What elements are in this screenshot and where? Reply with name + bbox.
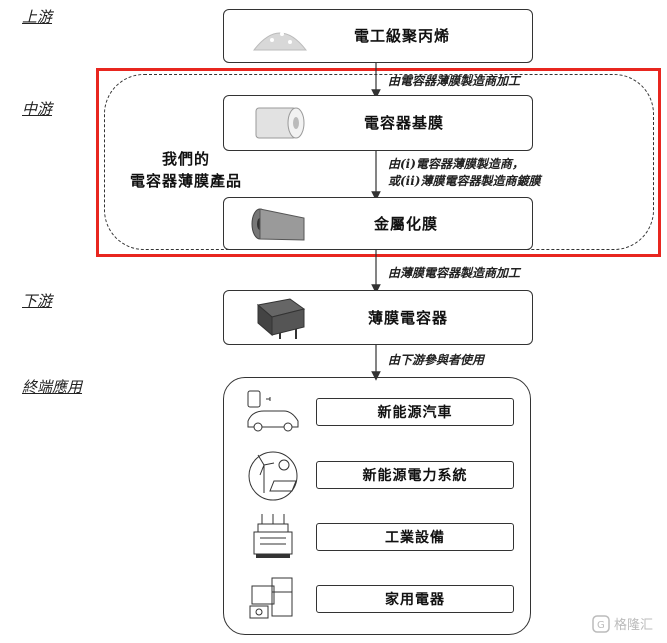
stage-downstream: 下游 (22, 292, 53, 310)
node-polypropylene: 電工級聚丙烯 (223, 9, 533, 63)
film-roll-icon (255, 107, 305, 139)
node-base-film: 電容器基膜 (223, 95, 533, 151)
watermark-logo-icon: G (592, 614, 610, 633)
product-group-label: 我們的 電容器薄膜產品 (112, 148, 260, 192)
powder-icon (252, 32, 308, 51)
wind-solar-icon (248, 451, 298, 501)
end-use-power-system: 新能源電力系統 (316, 461, 514, 489)
highlight-frame (96, 68, 661, 257)
node-film-capacitor-label: 薄膜電容器 (368, 309, 449, 327)
note-coating-line2: 或(ii)薄膜電容器製造商鍍膜 (388, 174, 541, 188)
note-processing-2: 由薄膜電容器製造商加工 (388, 266, 521, 280)
svg-text:G: G (597, 620, 605, 631)
node-base-film-label: 電容器基膜 (364, 114, 445, 132)
note-downstream-use: 由下游參與者使用 (388, 353, 485, 367)
home-appliance-icon (249, 577, 293, 619)
watermark-text: 格隆汇 (614, 618, 654, 633)
note-coating: 由(i)電容器薄膜製造商， 或(ii)薄膜電容器製造商鍍膜 (388, 156, 540, 190)
stage-end-use: 終端應用 (22, 378, 83, 396)
watermark: G 格隆汇 (592, 614, 653, 633)
industrial-equipment-icon (253, 514, 293, 558)
stage-midstream: 中游 (22, 100, 53, 118)
capacitor-icon (256, 298, 306, 339)
end-use-container (223, 377, 531, 635)
group-label-line1: 我們的 (161, 150, 210, 168)
end-use-appliances: 家用電器 (316, 585, 514, 613)
stage-upstream: 上游 (22, 8, 53, 26)
note-coating-line1: 由(i)電容器薄膜製造商， (388, 157, 524, 171)
ev-car-icon (247, 390, 299, 432)
metal-film-icon (251, 208, 305, 241)
end-use-ev: 新能源汽車 (316, 398, 514, 426)
end-use-industrial: 工業設備 (316, 523, 514, 551)
node-pp-label: 電工級聚丙烯 (354, 27, 451, 45)
node-film-capacitor: 薄膜電容器 (223, 290, 533, 345)
node-metallized-film: 金屬化膜 (223, 197, 533, 250)
node-metallized-label: 金屬化膜 (374, 215, 439, 233)
note-processing-1: 由電容器薄膜製造商加工 (388, 74, 521, 88)
group-label-line2: 電容器薄膜產品 (129, 172, 242, 190)
